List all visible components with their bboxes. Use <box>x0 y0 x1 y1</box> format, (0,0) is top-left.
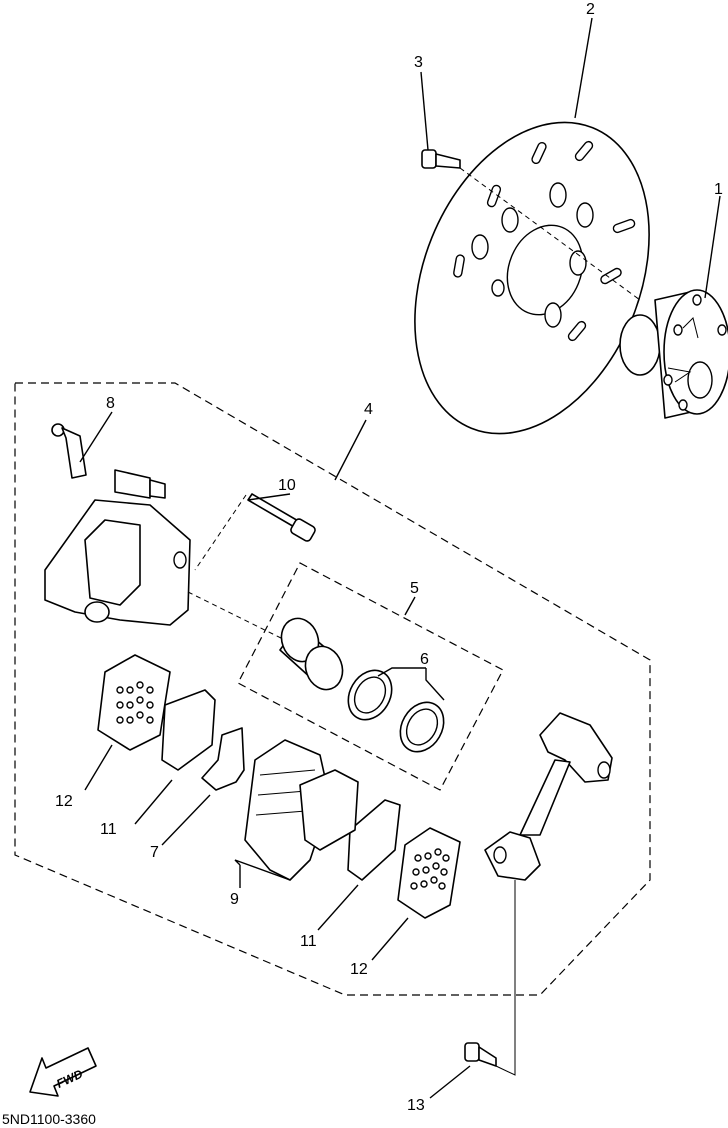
diagram-code: 5ND1100-3360 <box>2 1111 96 1127</box>
piston-seals <box>347 669 445 753</box>
piston-kit-outline <box>237 562 504 791</box>
pad-support <box>244 739 359 881</box>
brake-disc <box>414 121 650 435</box>
pad-spring <box>201 727 245 791</box>
callout-12-left: 12 <box>55 793 73 810</box>
callout-10: 10 <box>278 477 296 494</box>
callout-12-right: 12 <box>350 961 368 978</box>
callout-6: 6 <box>420 651 429 668</box>
pad-shim-right <box>397 827 461 919</box>
callout-9: 9 <box>230 891 239 908</box>
callout-2: 2 <box>586 1 595 18</box>
pad-shim-left <box>97 654 171 751</box>
caliper-pin <box>247 493 316 542</box>
callout-11-left: 11 <box>100 821 117 838</box>
callout-7: 7 <box>150 844 159 861</box>
callout-4: 4 <box>364 401 373 418</box>
brake-pad-left <box>161 689 216 771</box>
bracket-bolt <box>464 1042 497 1067</box>
caliper-bracket <box>484 712 613 881</box>
brake-pad-right <box>347 799 401 881</box>
callout-1: 1 <box>714 181 723 198</box>
disc-bolt <box>421 149 461 169</box>
bleed-screw <box>51 423 87 479</box>
caliper-body <box>44 469 191 626</box>
callout-5: 5 <box>410 580 419 597</box>
callout-3: 3 <box>414 54 423 71</box>
wheel-hub <box>619 289 728 419</box>
callout-8: 8 <box>106 395 115 412</box>
leader-lines <box>79 17 721 1099</box>
forward-arrow-icon: FWD <box>29 1047 97 1097</box>
caliper-assembly-outline <box>14 382 651 996</box>
piston <box>279 617 344 691</box>
callout-13: 13 <box>407 1097 425 1114</box>
callout-11-right: 11 <box>300 933 317 950</box>
